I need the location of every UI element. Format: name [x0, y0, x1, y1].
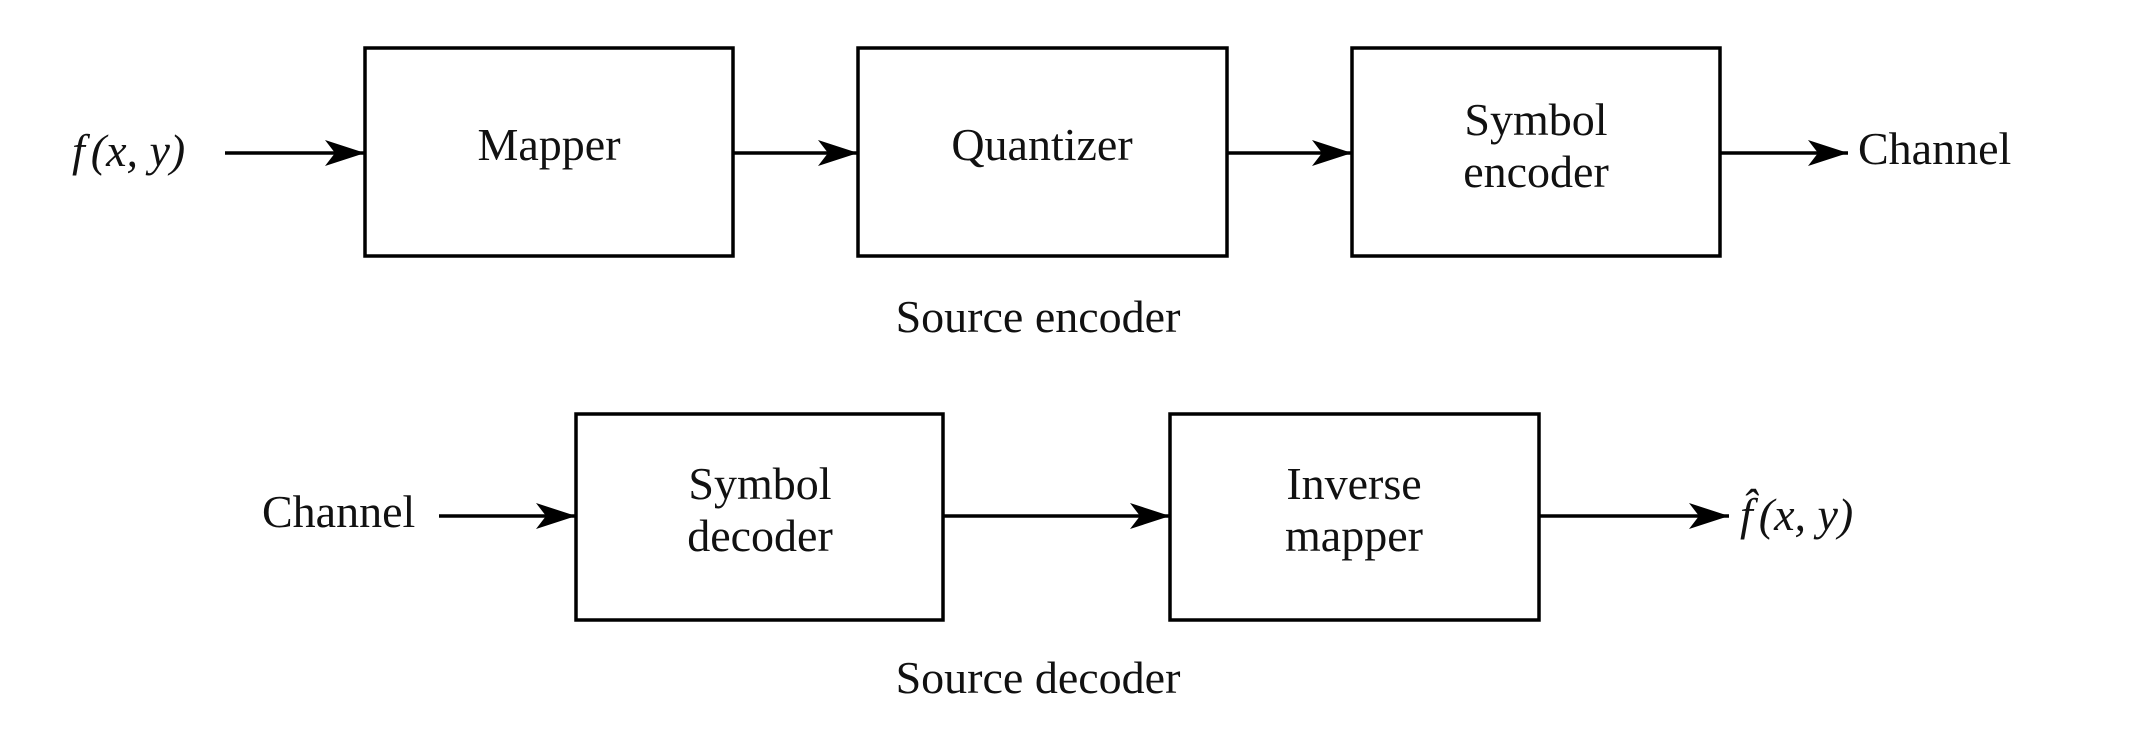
symbol-decoder-label-line1: Symbol	[688, 458, 831, 509]
encoder-output-channel-label: Channel	[1858, 123, 2011, 174]
symbol-encoder-label-line1: Symbol	[1464, 94, 1607, 145]
symbol-decoder-block: Symbol decoder	[574, 412, 945, 622]
symbol-encoder-block: Symbol encoder	[1350, 46, 1722, 258]
quantizer-block: Quantizer	[856, 46, 1229, 258]
decoder-input-channel-label: Channel	[262, 486, 415, 537]
mapper-label: Mapper	[477, 119, 620, 170]
output-args: (x, y)	[1759, 489, 1853, 540]
source-encoder-caption: Source encoder	[896, 291, 1181, 342]
input-args: (x, y)	[91, 125, 185, 176]
symbol-decoder-box	[574, 412, 945, 622]
symbol-encoder-label-line2: encoder	[1463, 146, 1609, 197]
output-func: f̂	[1740, 488, 1760, 540]
inverse-mapper-box	[1168, 412, 1541, 622]
inverse-mapper-block: Inverse mapper	[1168, 412, 1541, 622]
quantizer-box	[856, 46, 1229, 258]
source-decoder: Channel Symbol decoder Inverse mapper f̂…	[262, 412, 1853, 703]
mapper-block: Mapper	[363, 46, 735, 258]
source-encoder: f(x, y) Mapper Quantizer Symbol encoder …	[72, 46, 2011, 342]
symbol-decoder-label-line2: decoder	[687, 510, 833, 561]
output-signal-label: f̂(x, y)	[1740, 488, 1853, 540]
symbol-encoder-box	[1350, 46, 1722, 258]
quantizer-label: Quantizer	[951, 119, 1132, 170]
input-func: f	[72, 125, 91, 176]
inverse-mapper-label-line1: Inverse	[1286, 458, 1421, 509]
inverse-mapper-label-line2: mapper	[1285, 510, 1423, 561]
source-decoder-caption: Source decoder	[896, 652, 1181, 703]
input-signal-label: f(x, y)	[72, 125, 185, 176]
